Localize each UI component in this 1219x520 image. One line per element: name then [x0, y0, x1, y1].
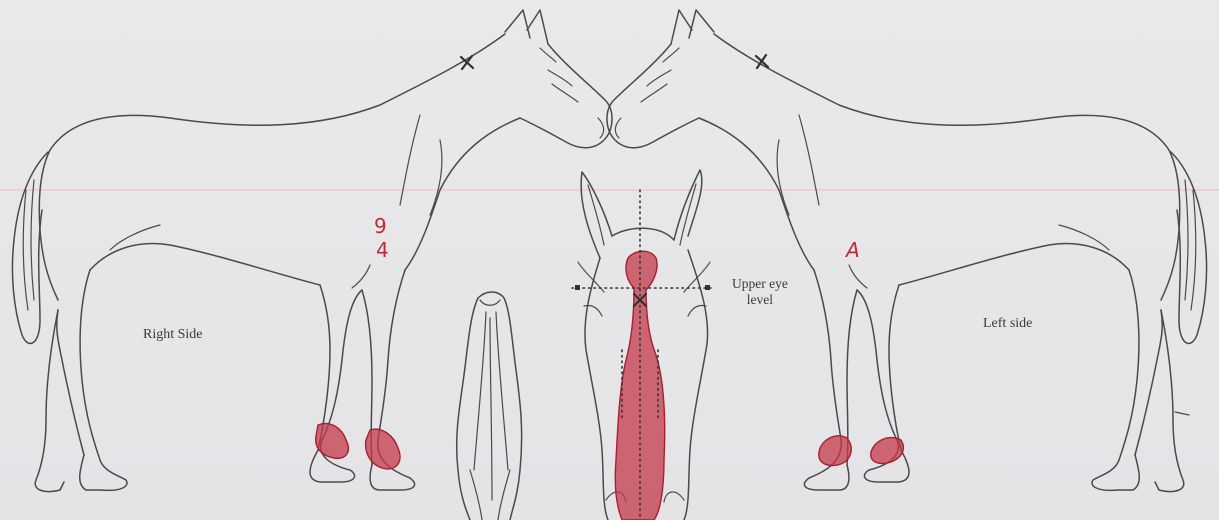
- upper-eye-level-line1: Upper eye: [732, 276, 788, 292]
- face-blaze-marking: [615, 251, 664, 520]
- left-side-horse-outline: [607, 10, 1207, 492]
- upper-eye-level-label: Upper eye level: [732, 276, 788, 308]
- poll-mark-left: [756, 55, 768, 68]
- whorl-count-9: 9: [374, 214, 387, 238]
- front-face-view: [572, 170, 712, 520]
- muzzle-underside-view: [457, 292, 522, 520]
- right-side-horse-outline: [12, 10, 612, 492]
- whorl-count-4: 4: [376, 238, 389, 262]
- left-horse-marking-front-far: [819, 436, 851, 466]
- right-horse-marking-front-far: [366, 429, 400, 469]
- left-horse-marking-front-near: [871, 438, 904, 464]
- right-horse-marking-front-near: [316, 423, 349, 458]
- whorl-mark-a: A: [846, 238, 860, 262]
- poll-mark-right: [461, 56, 473, 69]
- left-side-label: Left side: [983, 316, 1032, 332]
- upper-eye-level-line2: level: [732, 292, 788, 308]
- right-side-label: Right Side: [143, 327, 203, 343]
